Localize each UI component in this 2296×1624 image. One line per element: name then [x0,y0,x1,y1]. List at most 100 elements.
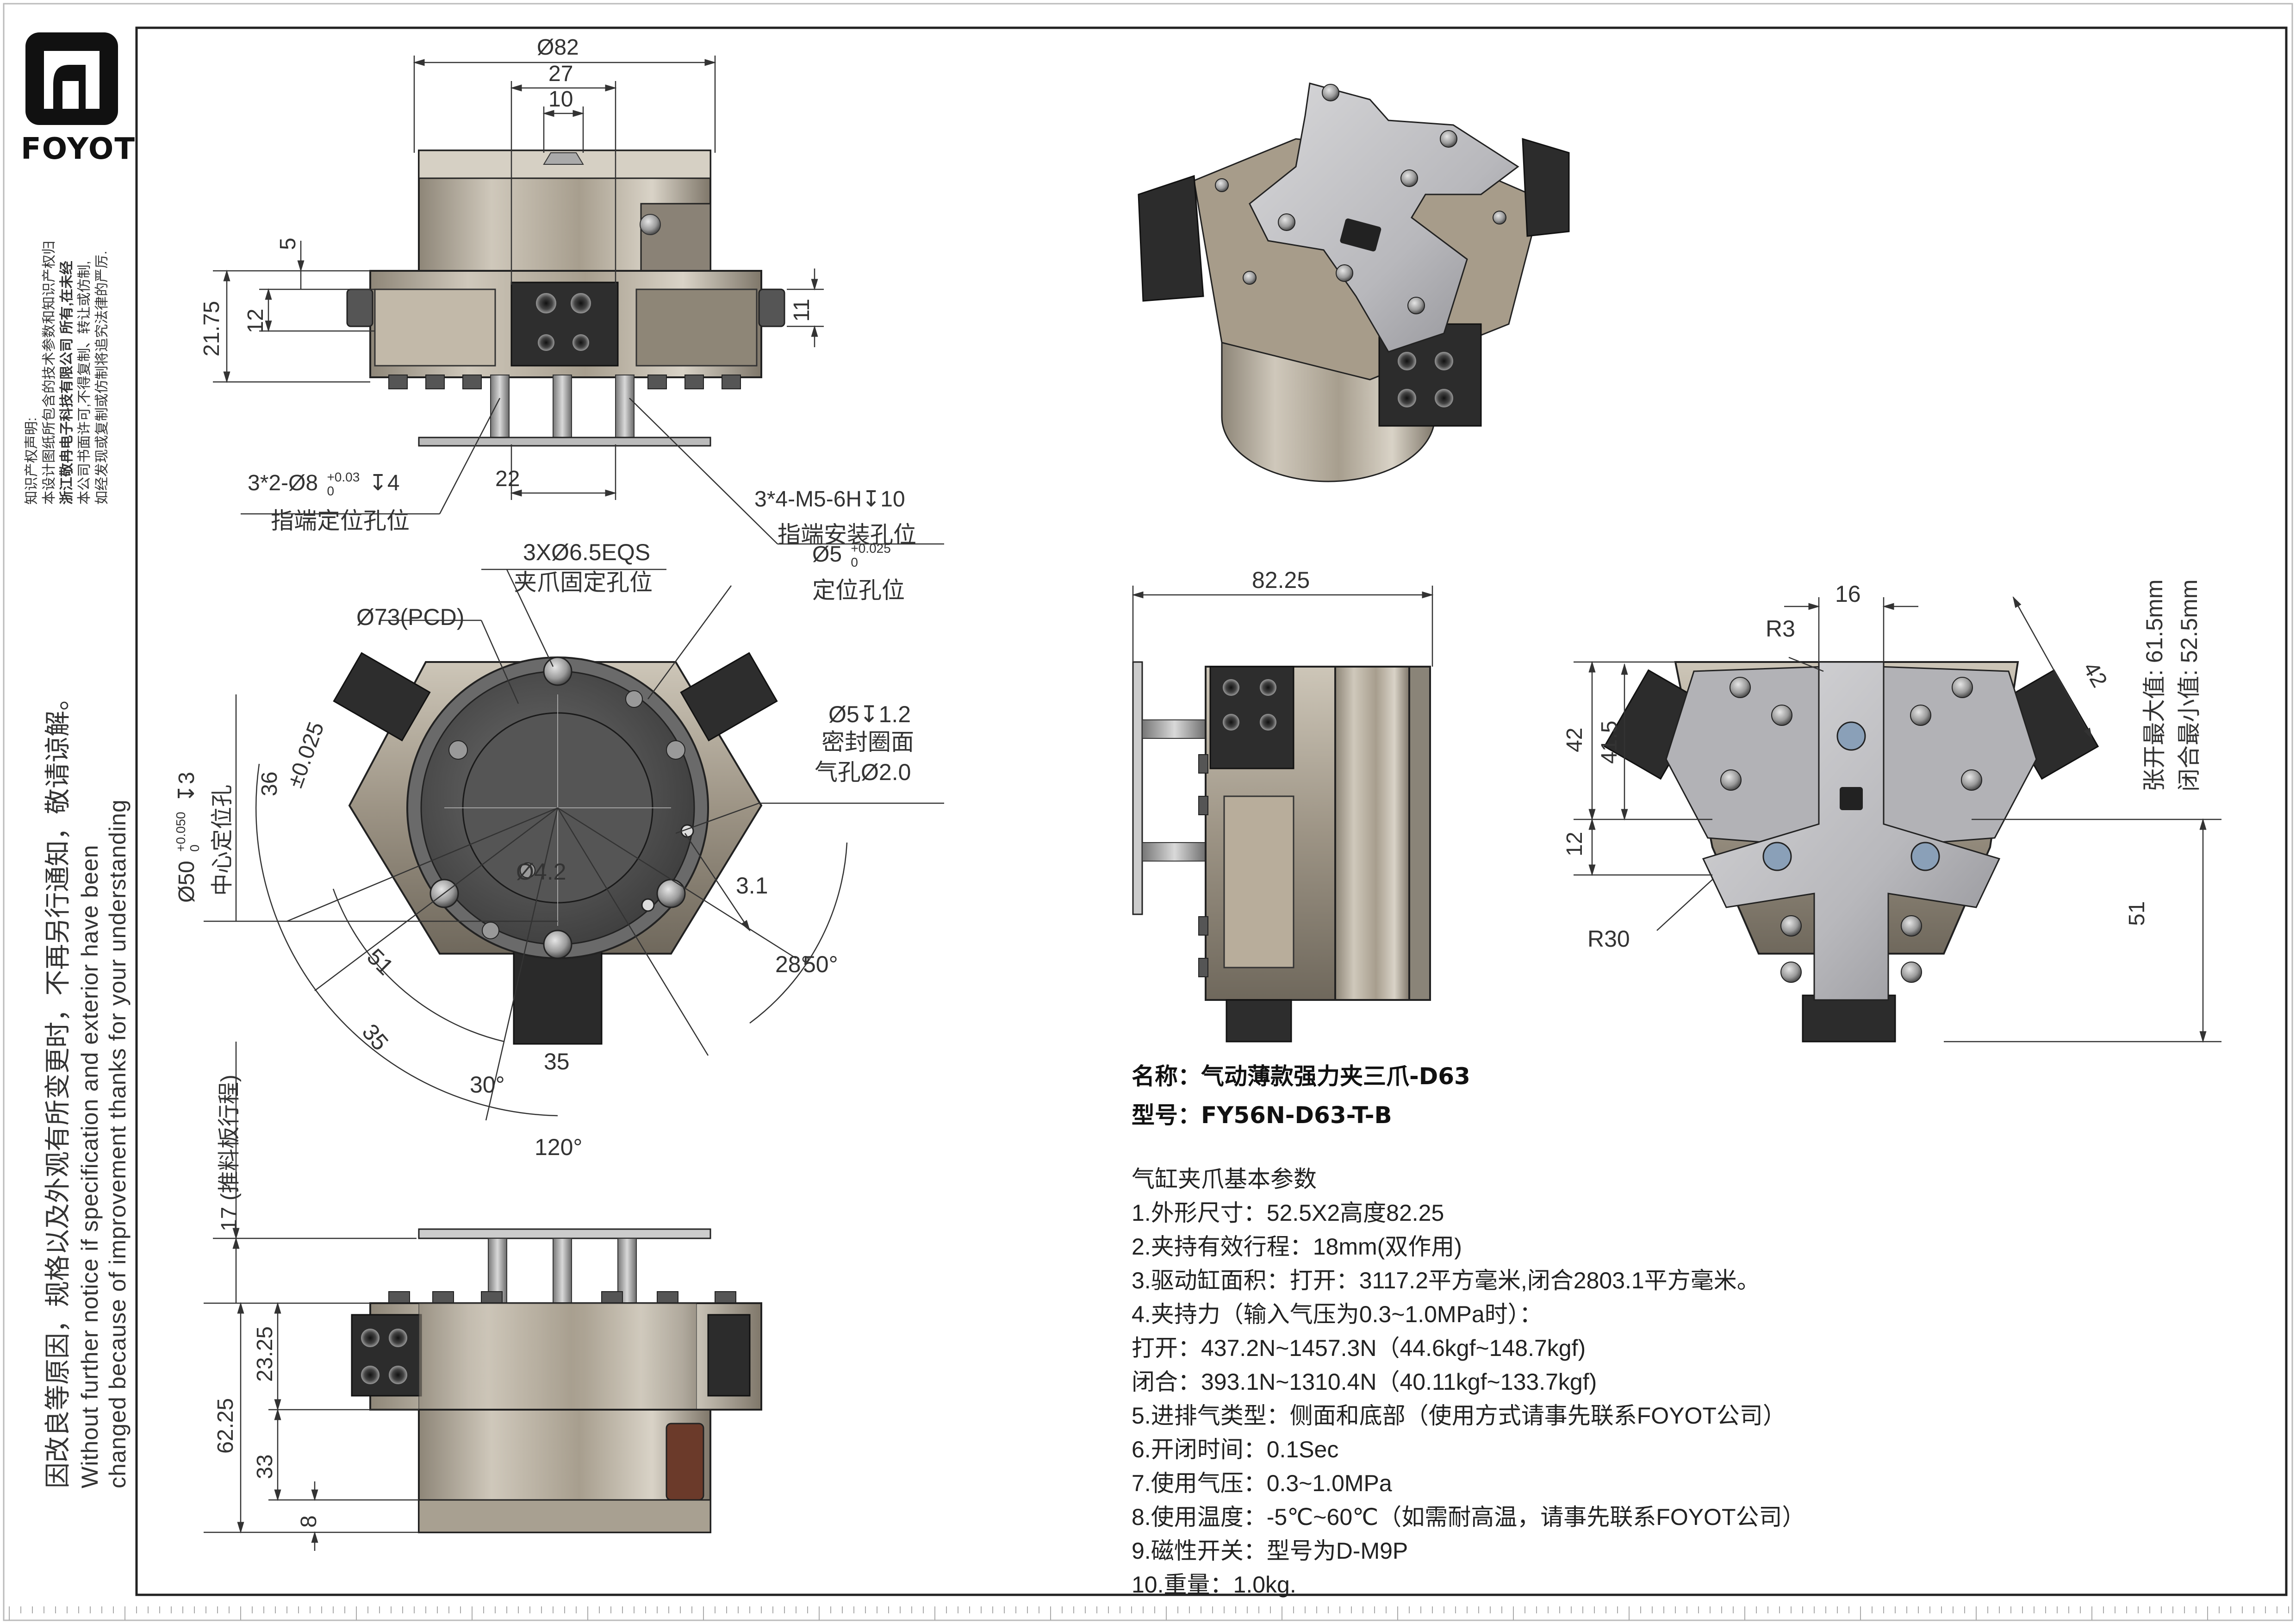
eqs-label: 3XØ6.5EQS [523,539,650,565]
angle-30: 30° [470,1072,505,1098]
pin-tol-bottom: 0 [327,484,335,499]
spec-block: 名称：气动薄款强力夹三爪-D63 型号：FY56N-D63-T-B 气缸夹爪基本… [1132,1058,1805,1602]
eqs-desc: 夹爪固定孔位 [514,569,653,595]
dim-d42-hole: Ø4.2 [516,859,566,885]
spec-line-1: 1.外形尺寸：52.5X2高度82.25 [1132,1200,1444,1226]
dim-10: 10 [548,87,573,112]
spec-line-3: 3.驱动缸面积：打开：3117.2平方毫米,闭合2803.1平方毫米。 [1132,1268,1760,1293]
pin-callout-tolerance: +0.03 0 [327,470,360,498]
pin-callout-desc: 指端定位孔位 [271,508,410,534]
seal-line2: 密封圈面 [821,729,914,755]
dim-12-front: 12 [243,308,268,333]
dim-51-right: 51 [2125,901,2149,926]
dim-6225: 62.25 [213,1398,238,1454]
pin-callout: 3*2-Ø8 +0.03 0 ↧4 [248,470,400,498]
dim-d82: Ø82 [537,35,579,60]
ip-line-4: 本公司书面许可,不得复制、转让或仿制, [77,261,92,505]
dim-5-top: 5 [276,237,300,250]
thread-callout: 3*4-M5-6H↧10 [754,487,905,512]
pin-tol-top: +0.03 [327,470,360,485]
sheet-border [135,26,2288,1596]
ip-line-1: 知识产权声明: [24,417,39,505]
spec-line-5: 打开：437.2N~1457.3N（44.6kgf~148.7kgf) [1132,1335,1586,1361]
sheet-outer-border [3,3,2293,1621]
seal-line1: Ø5↧1.2 [828,701,911,727]
dim-22: 22 [495,467,520,491]
center-hole-tol-bottom: 0 [187,844,202,852]
close-min-label: 闭合最小值: 52.5mm [2176,579,2202,792]
dim-35-b: 35 [544,1049,570,1074]
front-view-top [346,150,785,447]
dim-35-a: 35 [357,1019,394,1056]
front-top-dim-text: Ø82 27 10 22 [495,35,579,491]
bottom-view-text: 3XØ6.5EQS 夹爪固定孔位 Ø73(PCD) Ø5↧1.2 密封圈面 气孔… [356,539,914,1160]
center-hole-size: Ø50 [174,861,199,903]
dim-51: 51 [362,943,398,980]
dim-415-right: 41.5 [1597,720,1622,764]
spec-line-12: 10.重量：1.0kg. [1132,1572,1296,1598]
angle-50: 50° [803,951,838,977]
side-view-middle [1132,661,1431,1043]
right-top-view [1603,661,2099,1043]
angle-28: 28° [775,951,810,977]
center-hole-tol-top: +0.050 [174,812,188,852]
pin-callout-size: 3*2-Ø8 [248,471,318,495]
center-hole-depth: ↧3 [174,772,199,803]
thread-callout-desc: 指端安装孔位 [778,522,916,548]
angle-120: 120° [535,1134,582,1160]
spec-line-10: 8.使用温度：-5℃~60℃（如需耐高温，请事先联系FOYOT公司） [1132,1504,1805,1530]
side-view-middle-text: 82.25 [1252,567,1310,593]
center-hole-tolerance: +0.050 0 [174,812,202,852]
pos-tol-top: +0.025 [851,541,891,556]
product-model: 型号：FY56N-D63-T-B [1132,1102,1392,1129]
front-top-dimensions [213,56,944,545]
dim-33: 33 [253,1454,277,1479]
spec-line-4: 4.夹持力（输入气压为0.3~1.0MPa时）： [1132,1301,1543,1327]
bottom-view-dimensions [204,568,944,1121]
brand-name: FOYOT [21,132,136,166]
notice-en-1: Without further notice if specification … [77,844,103,1488]
dim-8: 8 [297,1515,321,1528]
bottom-view [333,652,778,1045]
pos-callout-desc: 定位孔位 [812,577,905,603]
side-view-middle-dimensions [1132,586,1434,667]
side-view-bottom [351,1228,762,1533]
dim-r3: R3 [1766,616,1795,642]
spec-line-2: 2.夹持有效行程：18mm(双作用) [1132,1234,1462,1260]
stroke-label: 17 (推料板行程) [217,1074,242,1231]
side-view-bottom-dimensions [204,1042,419,1551]
ip-line-2: 本设计图纸所包含的技术参数和知识产权归 [42,241,57,505]
scale-ruler [9,1606,2289,1620]
dim-8225: 82.25 [1252,567,1310,593]
open-max-label: 张开最大值: 61.5mm [2141,579,2167,792]
ip-line-5: 如经发现或复制或仿制将追究法律的严厉. [94,250,110,505]
notice-cn: 因改良等原因，规格以及外观有所变更时，不再另行通知，敬请谅解。 [43,685,72,1488]
spec-line-7: 5.进排气类型：侧面和底部（使用方式请事先联系FOYOT公司） [1132,1403,1786,1429]
notice-en-2: changed because of improvement thanks fo… [105,799,131,1488]
spec-line-6: 闭合：393.1N~1310.4N（40.11kgf~133.7kgf) [1132,1369,1597,1395]
right-top-view-dimensions [1574,596,2221,1043]
spec-heading: 气缸夹爪基本参数 [1132,1166,1317,1192]
dim-27: 27 [548,62,573,86]
pos-tol-bottom: 0 [851,555,858,570]
pcd-label: Ø73(PCD) [356,604,464,630]
pos-callout: Ø5 +0.025 0 [812,542,891,569]
product-name: 名称：气动薄款强力夹三爪-D63 [1132,1063,1470,1090]
ip-line-3: 浙江敬冉电子科技有限公司 所有,在未经 [59,261,75,505]
brand-logo [25,32,118,125]
center-hole-desc: 中心定位孔 [210,784,235,896]
spec-line-8: 6.开闭时间：0.1Sec [1132,1437,1339,1462]
dim-36: 36 [257,771,282,796]
right-top-view-text: 16 R3 R30 [1587,581,1861,952]
pos-callout-tolerance: +0.025 0 [851,542,890,569]
pin-callout-depth: ↧4 [368,471,400,495]
ip-notice: 知识产权声明: 本设计图纸所包含的技术参数和知识产权归 浙江敬冉电子科技有限公司… [23,241,111,505]
seal-line3: 气孔Ø2.0 [815,759,911,785]
dim-11-front: 11 [790,299,814,322]
pos-callout-size: Ø5 [812,542,842,567]
dim-2175: 21.75 [199,300,224,356]
dim-42-right: 42 [1562,727,1587,752]
dim-12-right: 12 [1562,831,1587,856]
spec-line-11: 9.磁性开关：型号为D-M9P [1132,1538,1408,1564]
